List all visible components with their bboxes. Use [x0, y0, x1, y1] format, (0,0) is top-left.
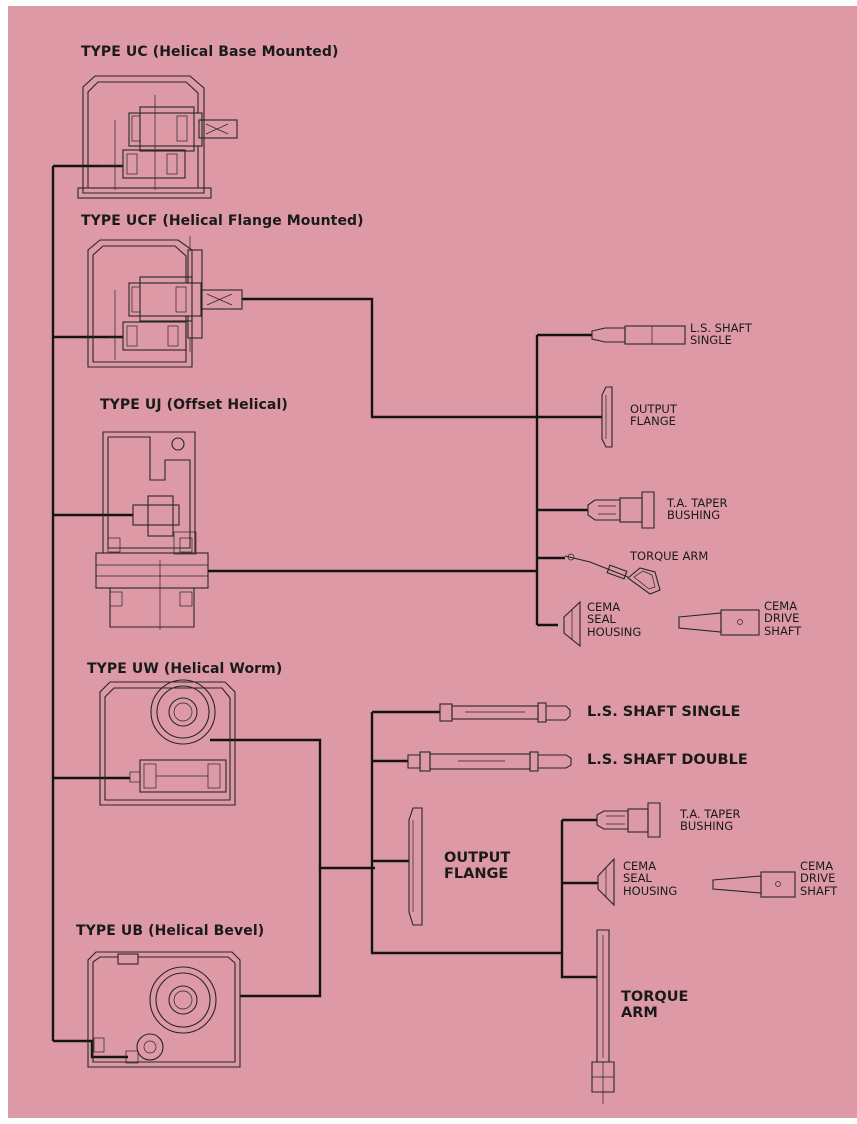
type-uj-label: TYPE UJ (Offset Helical) [100, 397, 288, 413]
type-uc-drawing [77, 75, 238, 199]
type-uc-label: TYPE UC (Helical Base Mounted) [81, 44, 339, 60]
ucf-output-line [242, 297, 537, 419]
type-ucf-drawing [87, 236, 243, 368]
type-uw-drawing [99, 679, 236, 806]
type-ub-drawing [87, 951, 241, 1068]
diagram-panel [8, 6, 857, 1118]
type-ub-label: TYPE UB (Helical Bevel) [76, 923, 265, 939]
uw-output-line [210, 738, 375, 870]
lower-ls-shaft-single-label: L.S. SHAFT SINGLE [587, 704, 741, 720]
ub-output-line [240, 868, 322, 998]
type-uj-drawing [95, 431, 209, 630]
lower-option-drawings [407, 702, 796, 1104]
lower-accessory-bus [560, 820, 597, 979]
type-uw-label: TYPE UW (Helical Worm) [87, 661, 283, 677]
lower-ls-shaft-double-label: L.S. SHAFT DOUBLE [587, 752, 748, 768]
upper-option-drawings [563, 325, 760, 648]
upper-torque-arm-label: TORQUE ARM [630, 549, 709, 563]
lower-option-bus [370, 712, 562, 955]
connector-lines [51, 164, 602, 1059]
type-ucf-label: TYPE UCF (Helical Flange Mounted) [81, 213, 364, 229]
